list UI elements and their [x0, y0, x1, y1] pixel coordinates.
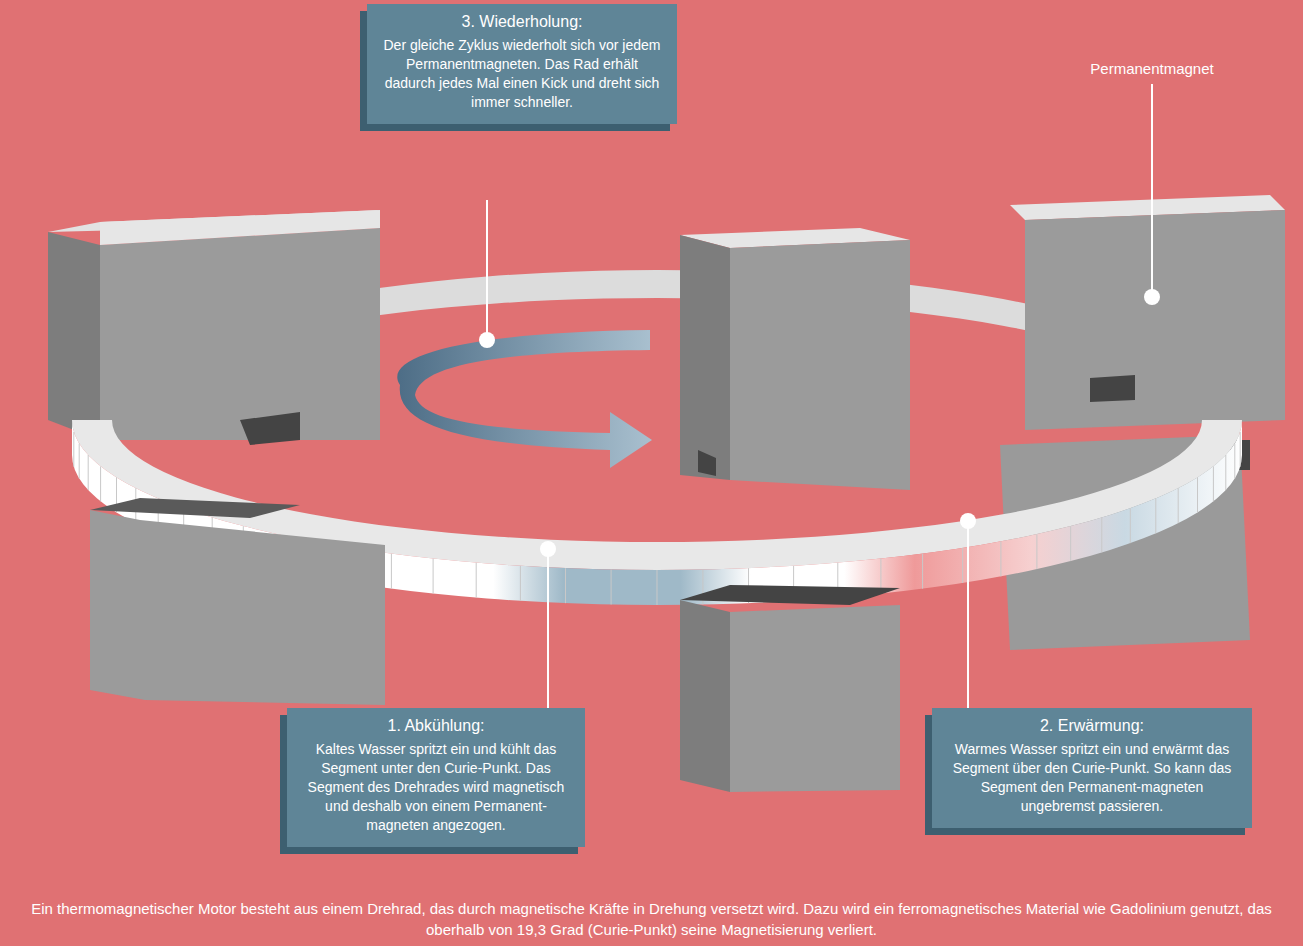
callout-heading: 1. Abkühlung:: [299, 716, 573, 736]
magnet-lower-center: [680, 585, 900, 792]
magnet-lower-left: [90, 498, 385, 705]
callout-box: 1. Abkühlung: Kaltes Wasser spritzt ein u…: [287, 708, 585, 847]
caption: Ein thermomagnetischer Motor besteht aus…: [20, 898, 1283, 940]
magnet-top-right: [1010, 195, 1285, 430]
callout-heading: 3. Wiederholung:: [379, 12, 665, 32]
callout-text: Warmes Wasser spritzt ein und erwärmt da…: [944, 740, 1240, 816]
callout-text: Kaltes Wasser spritzt ein und kühlt das …: [299, 740, 573, 835]
callout-heading: 2. Erwärmung:: [944, 716, 1240, 736]
magnet-top-center: [680, 228, 910, 490]
callout-text: Der gleiche Zyklus wiederholt sich vor j…: [379, 36, 665, 112]
magnet-top-left: [48, 210, 380, 445]
rotation-arrow: [397, 330, 652, 468]
leader-dots: [479, 289, 1160, 557]
part-label: Permanentmagnet: [1090, 60, 1213, 77]
callout-box: 3. Wiederholung: Der gleiche Zyklus wiede…: [367, 4, 677, 124]
callout-box: 2. Erwärmung: Warmes Wasser spritzt ein u…: [932, 708, 1252, 828]
leader-lines: [487, 84, 1152, 708]
